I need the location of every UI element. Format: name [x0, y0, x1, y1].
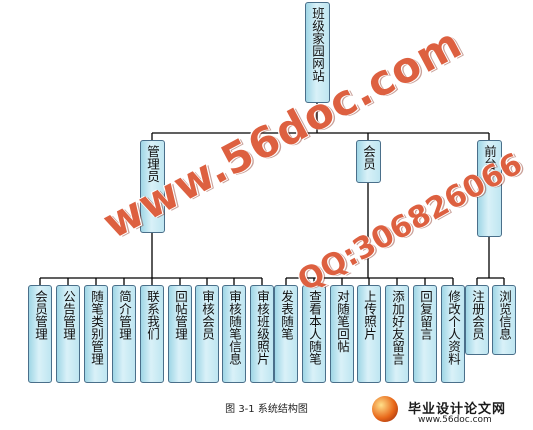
- node-member-child: 上传照片: [357, 285, 381, 383]
- node-front-child: 注册会员: [465, 285, 489, 355]
- node-member-child: 修改个人资料: [441, 285, 465, 383]
- node-admin: 管理员: [140, 140, 165, 233]
- node-label: 简介管理: [117, 290, 132, 340]
- node-label: 修改个人资料: [446, 290, 461, 365]
- node-root: 班级家园网站: [305, 2, 330, 103]
- node-front: 前台: [477, 140, 502, 237]
- node-admin-child: 随笔类别管理: [84, 285, 108, 383]
- node-front-child: 浏览信息: [492, 285, 516, 355]
- node-root-label: 班级家园网站: [310, 7, 325, 82]
- node-label: 浏览信息: [497, 290, 512, 340]
- node-member-label: 会员: [361, 145, 376, 170]
- node-admin-child: 审核随笔信息: [222, 285, 246, 383]
- node-label: 添加好友留言: [390, 290, 405, 365]
- node-member-child: 对随笔回帖: [330, 285, 354, 383]
- brand-url: www.56doc.com: [418, 415, 492, 425]
- node-member-child: 发表随笔: [274, 285, 298, 383]
- node-label: 回帖管理: [173, 290, 188, 340]
- node-label: 查看本人随笔: [307, 290, 322, 365]
- node-label: 会员管理: [33, 290, 48, 340]
- brand-name: 毕业设计论文网: [408, 402, 507, 417]
- node-admin-child: 审核会员: [195, 285, 219, 383]
- node-front-label: 前台: [482, 145, 497, 170]
- node-label: 注册会员: [470, 290, 485, 340]
- node-label: 回复留言: [418, 290, 433, 340]
- node-member-child: 添加好友留言: [385, 285, 409, 383]
- node-label: 发表随笔: [279, 290, 294, 340]
- node-label: 联系我们: [145, 290, 160, 340]
- figure-caption: 图 3-1 系统结构图: [225, 404, 308, 415]
- node-admin-child: 审核班级照片: [250, 285, 274, 383]
- node-member-child: 查看本人随笔: [302, 285, 326, 383]
- node-admin-child: 联系我们: [140, 285, 164, 383]
- node-admin-child: 简介管理: [112, 285, 136, 383]
- brand-logo-icon: [372, 396, 398, 422]
- node-label: 审核会员: [200, 290, 215, 340]
- node-admin-child: 会员管理: [28, 285, 52, 383]
- node-label: 审核班级照片: [255, 290, 270, 365]
- node-admin-label: 管理员: [145, 145, 160, 183]
- node-admin-child: 回帖管理: [168, 285, 192, 383]
- node-admin-child: 公告管理: [56, 285, 80, 383]
- node-label: 随笔类别管理: [89, 290, 104, 365]
- node-label: 公告管理: [61, 290, 76, 340]
- node-member: 会员: [356, 140, 381, 183]
- node-label: 审核随笔信息: [227, 290, 242, 365]
- node-label: 对随笔回帖: [335, 290, 350, 353]
- node-label: 上传照片: [362, 290, 377, 340]
- node-member-child: 回复留言: [413, 285, 437, 383]
